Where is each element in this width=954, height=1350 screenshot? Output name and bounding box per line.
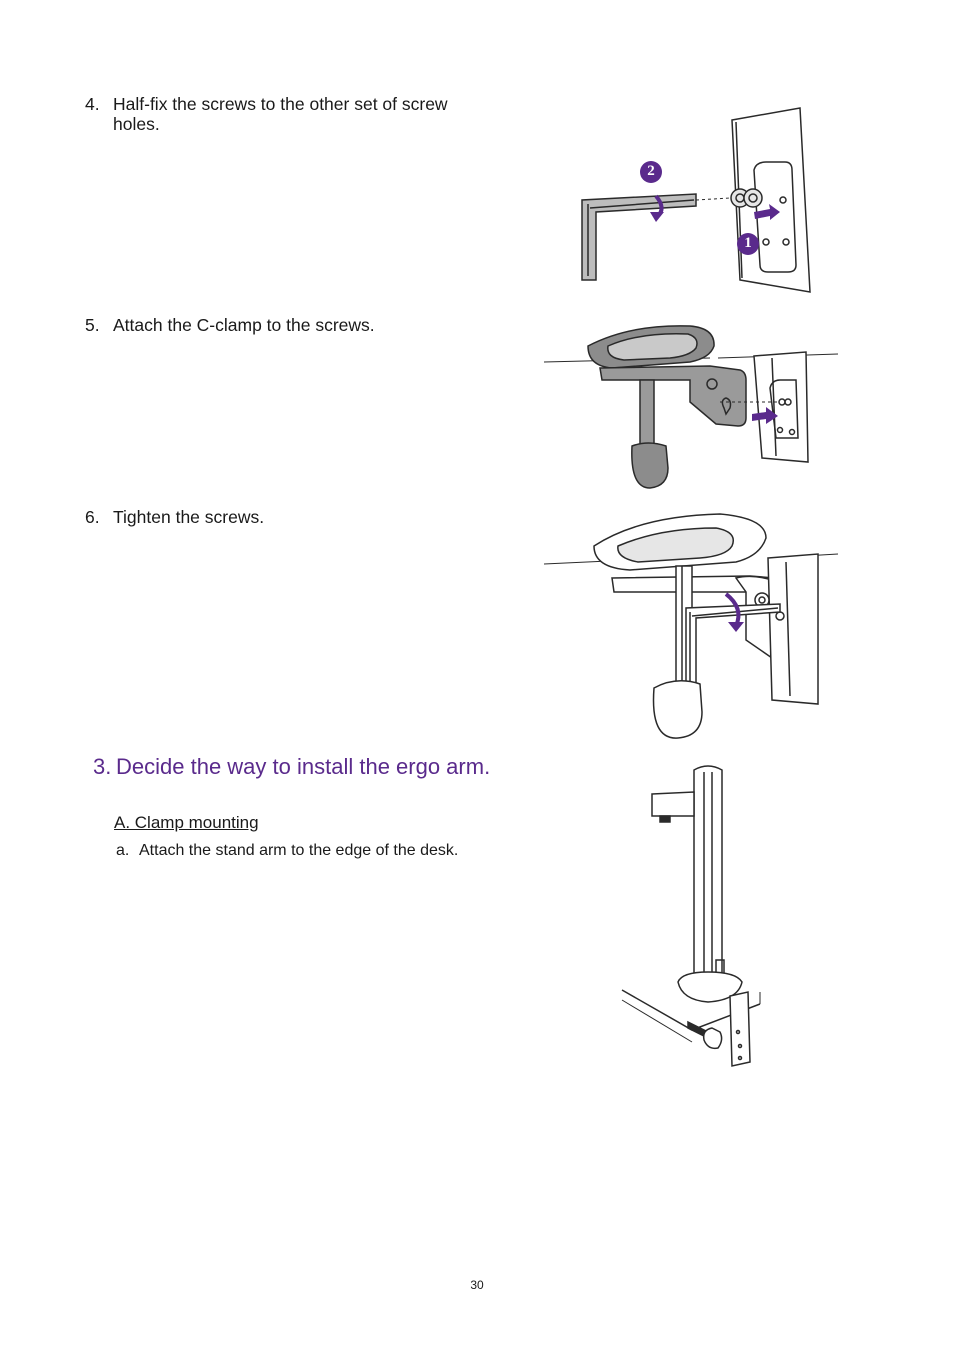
section-number: 3. [93,754,112,779]
step-text: Attach the C-clamp to the screws. [113,315,375,335]
step-text: Half-fix the screws to the other set of … [113,94,448,134]
page-number: 30 [470,1278,484,1292]
callout-2-label: 2 [647,163,655,179]
illustration-tighten-screws [543,513,839,739]
step-text: Tighten the screws. [113,507,265,527]
illustration-attach-c-clamp [543,325,839,489]
step-number: 6. [85,507,100,527]
step-number: 4. [85,94,100,114]
section-title-text: Decide the way to install the ergo arm. [116,754,491,779]
subheading-clamp-mounting: A. Clamp mounting [114,813,259,832]
substep-text: Attach the stand arm to the edge of the … [139,842,459,859]
callout-1-label: 1 [744,235,752,251]
substep-label: a. [116,842,130,859]
illustration-half-fix-screws [581,107,811,293]
illustration-stand-arm-desk [621,765,761,1067]
step-number: 5. [85,315,100,335]
